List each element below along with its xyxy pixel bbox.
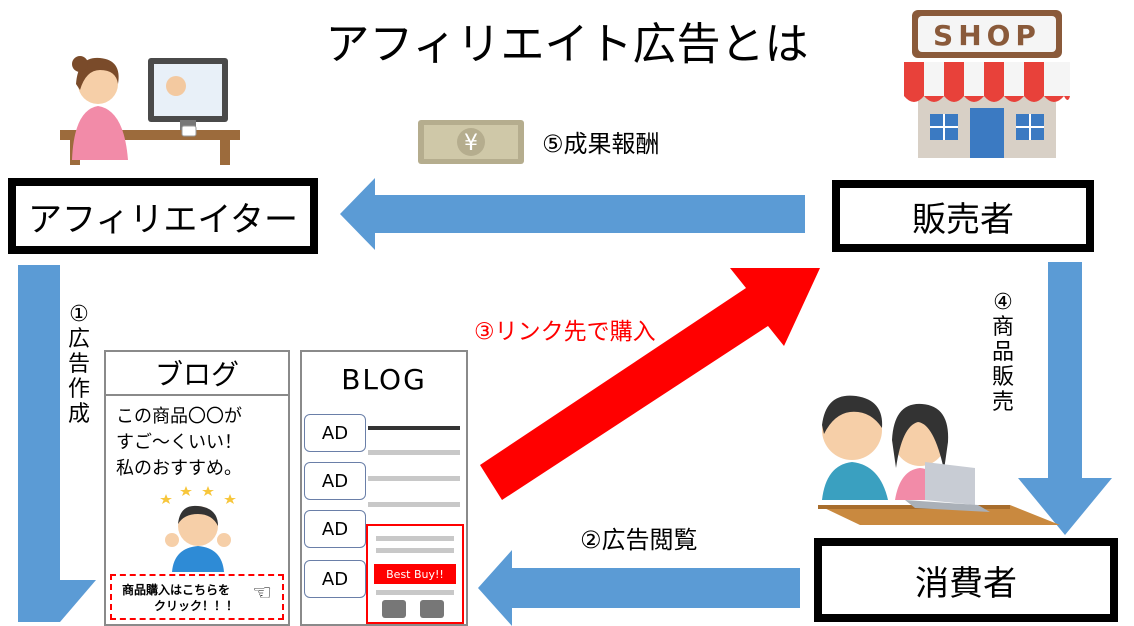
ad-slot-2[interactable]: AD [304, 462, 366, 500]
ad-slot-3[interactable]: AD [304, 510, 366, 548]
step4-label: ④商品販売 [991, 290, 1014, 415]
arrow-sell [1018, 262, 1112, 535]
step3-label: ③リンク先で購入 [474, 319, 656, 345]
seller-label: 販売者 [912, 199, 1014, 240]
arrow-reward [340, 178, 805, 250]
blog-jp-line-3: 私のおすすめ。 [116, 458, 242, 479]
shop-illustration: SHOP [904, 10, 1070, 158]
yen-symbol: ¥ [464, 131, 478, 156]
blog-jp-click-box[interactable]: 商品購入はこちらを クリック！！！ ☜ [110, 574, 284, 620]
blog-jp-line-1: この商品〇〇が [116, 406, 242, 427]
shop-sign-text: SHOP [933, 19, 1041, 52]
blog-jp-header: ブログ [106, 352, 288, 396]
recommend-boy-illustration [160, 486, 236, 572]
page-title: アフィリエイト広告とは [325, 19, 809, 70]
ad-slot-1[interactable]: AD [304, 414, 366, 452]
arrow-purchase [480, 268, 820, 500]
text-line [376, 536, 454, 541]
arrow-view-ad [478, 550, 800, 626]
text-line [368, 450, 460, 455]
consumer-box: 消費者 [814, 538, 1118, 622]
text-line [376, 590, 454, 595]
text-line [368, 426, 460, 430]
step1-label: ①広告作成 [67, 302, 90, 427]
blog-en-mockup: BLOG AD AD AD AD Best Buy!! [300, 350, 468, 626]
blog-en-header: BLOG [341, 362, 427, 396]
text-line [368, 476, 460, 481]
text-line [376, 548, 454, 553]
best-buy-button[interactable]: Best Buy!! [374, 564, 456, 584]
blog-jp-line-2: すご～くいい！ [116, 432, 242, 453]
pointing-hand-icon: ☜ [252, 581, 272, 606]
affiliate-box: アフィリエイター [8, 178, 318, 254]
blog-jp-click-text-2: クリック！！！ [154, 599, 239, 613]
affiliate-label: アフィリエイター [28, 199, 298, 240]
ad-slot-4[interactable]: AD [304, 560, 366, 598]
blog-jp-click-text-1: 商品購入はこちらを [122, 583, 231, 597]
step5-label: ⑤成果報酬 [542, 130, 660, 158]
step2-label: ②広告閲覧 [580, 526, 698, 554]
affiliate-illustration [60, 56, 240, 165]
consumer-label: 消費者 [915, 563, 1017, 604]
seller-box: 販売者 [832, 180, 1094, 252]
arrow-create-ad [18, 265, 96, 622]
money-bill-illustration: ¥ [418, 120, 524, 164]
consumer-illustration [818, 395, 1060, 525]
product-thumb [382, 600, 406, 618]
product-ad-card[interactable]: Best Buy!! [366, 524, 464, 624]
blog-jp-mockup: ブログ この商品〇〇が すご～くいい！ 私のおすすめ。 商品購入はこちらを クリ… [104, 350, 290, 626]
product-thumb [420, 600, 444, 618]
text-line [368, 502, 460, 507]
